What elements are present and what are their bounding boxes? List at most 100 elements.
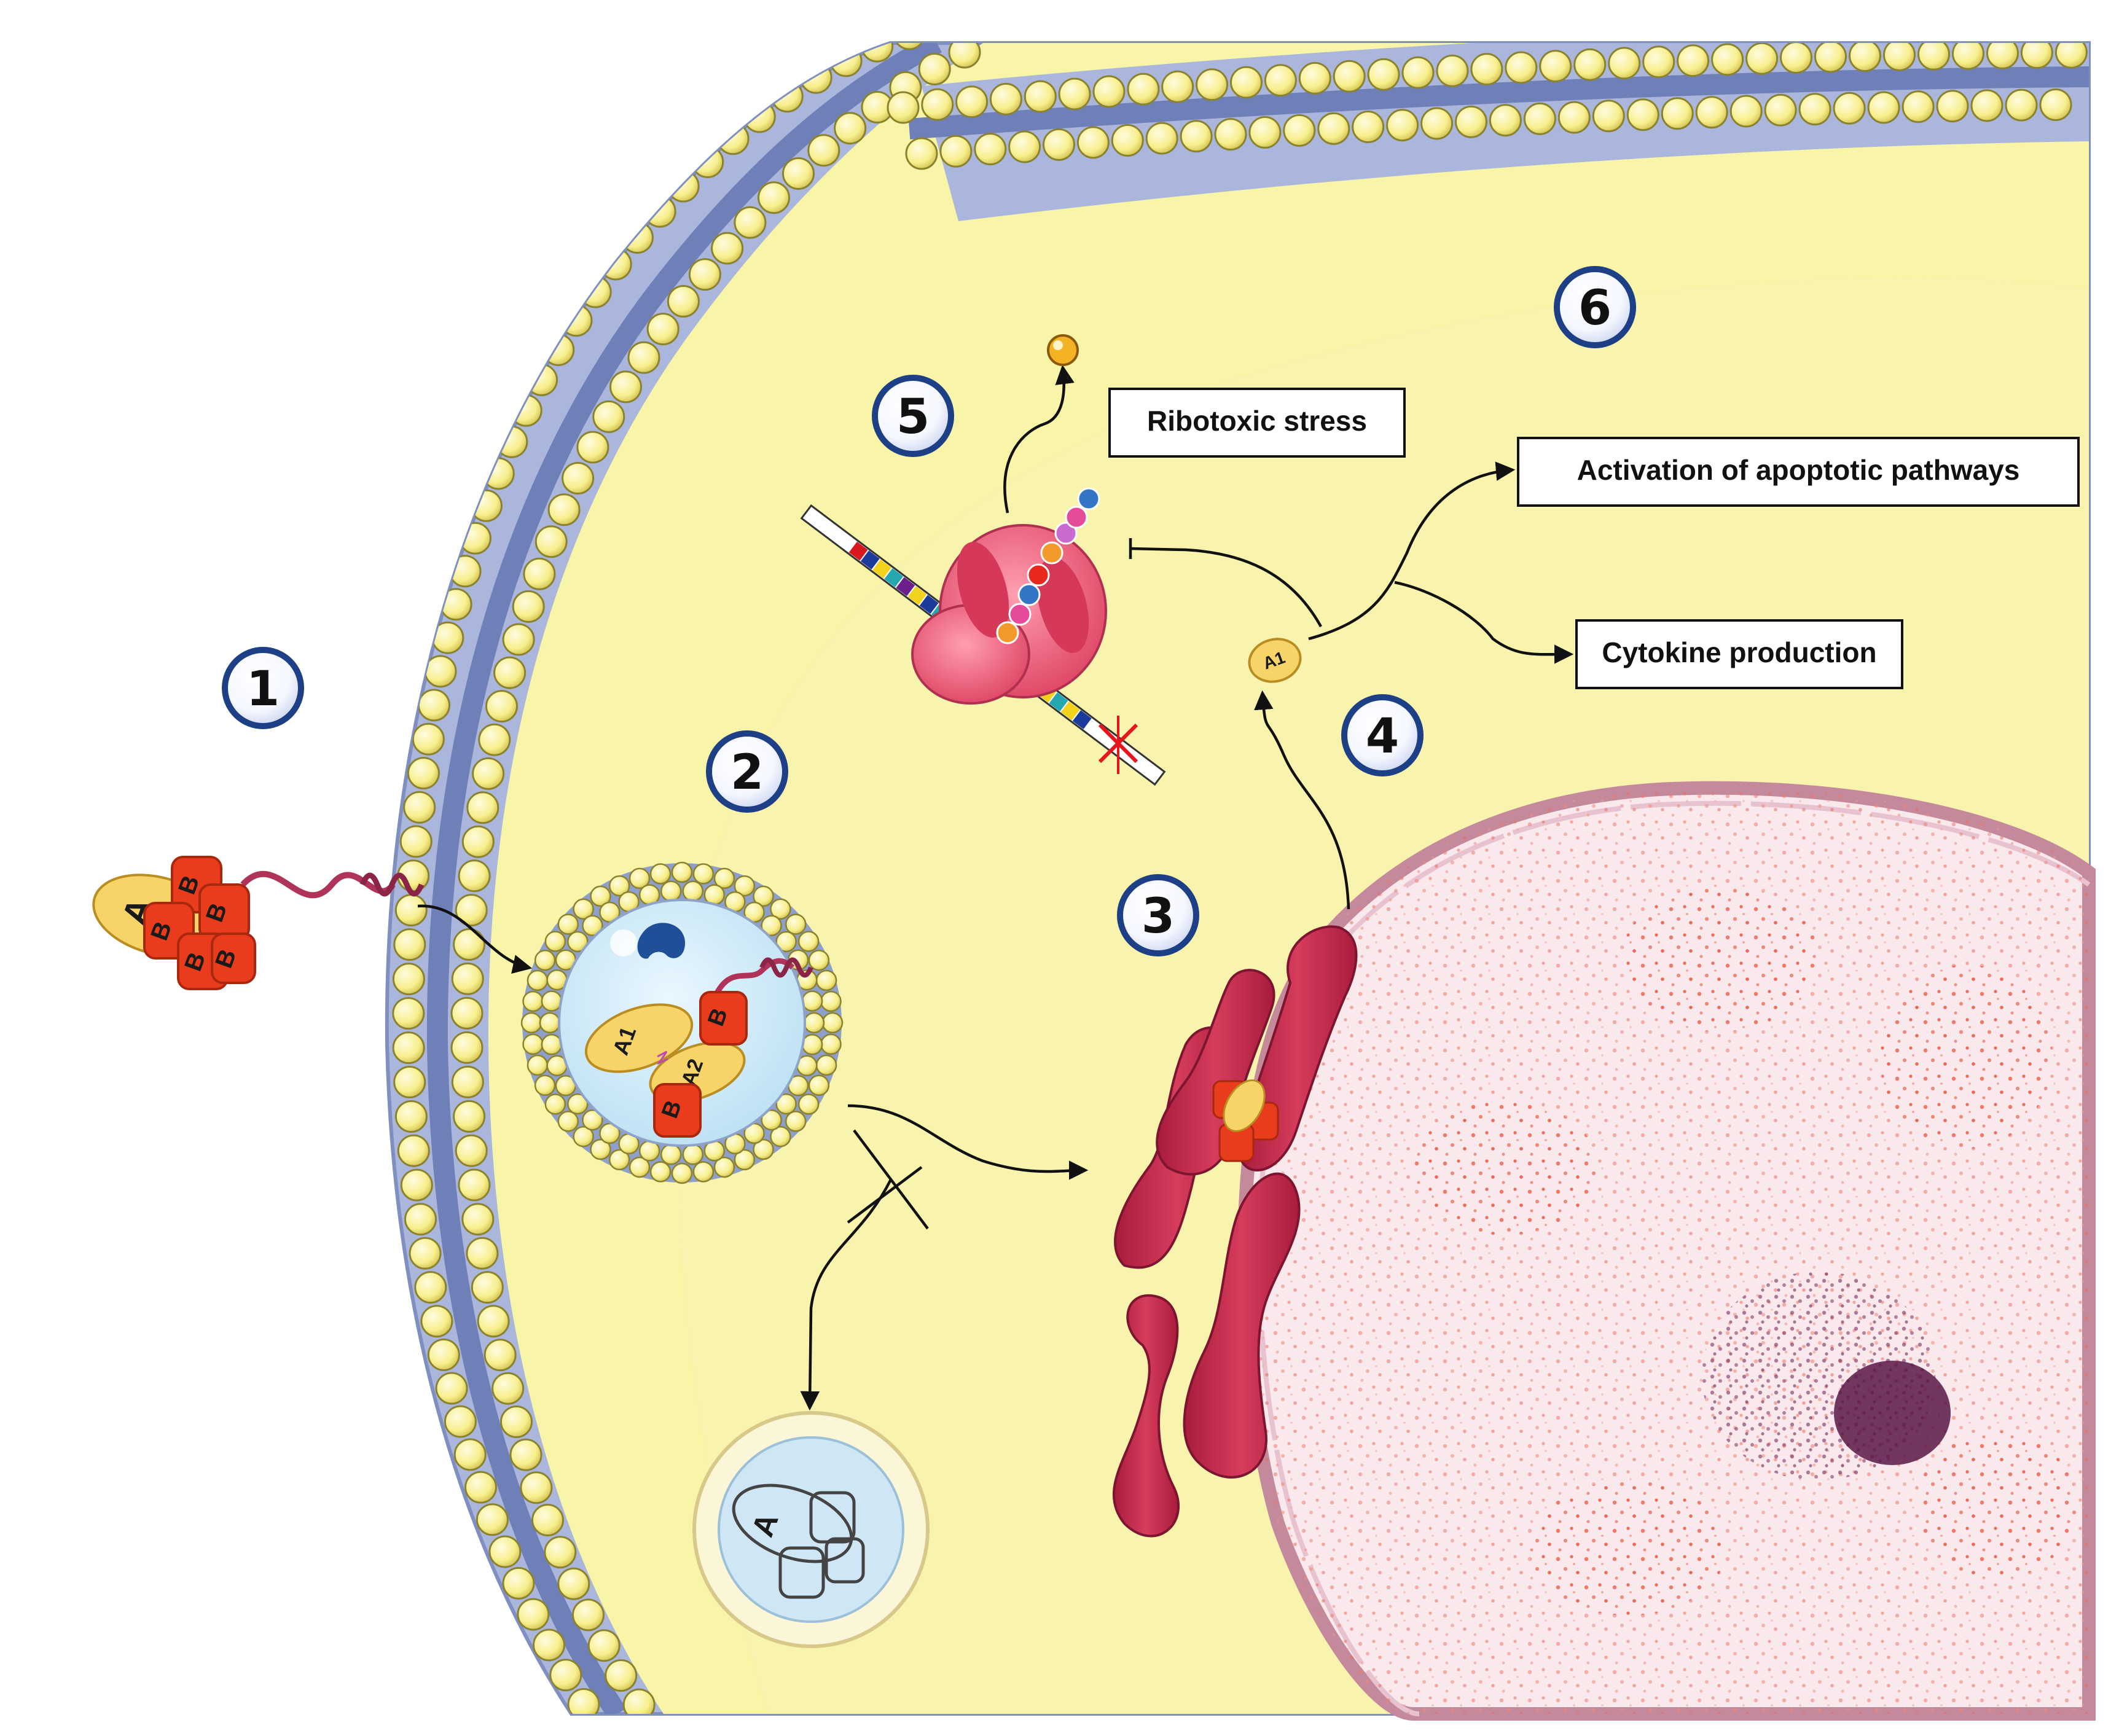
lipid-head — [1573, 48, 1607, 81]
lipid-head — [458, 859, 491, 893]
step-badge-5: 5 — [872, 375, 954, 457]
arrow-er-to-cytosol — [1254, 690, 1350, 910]
arrow-ribosome-depurination — [1003, 364, 1075, 514]
lipid-head — [527, 1054, 549, 1076]
lipid-head — [1695, 96, 1728, 129]
degraded-b-subunit — [778, 1546, 825, 1599]
lipid-head — [1230, 66, 1263, 99]
lipid-head — [590, 1138, 611, 1160]
lipid-head — [1780, 43, 1812, 74]
nucleus — [1237, 781, 2096, 1721]
lipid-head — [1557, 101, 1591, 134]
codon — [884, 568, 904, 587]
lipid-head — [450, 996, 484, 1030]
lipid-head — [761, 1109, 782, 1131]
lipid-head — [1076, 126, 1110, 159]
lipid-head — [397, 1134, 430, 1167]
lipid-head — [2039, 88, 2072, 121]
step-badge-6: 6 — [1554, 266, 1636, 348]
lysosome: A — [692, 1411, 930, 1648]
lipid-head — [471, 1271, 504, 1304]
lipid-head — [1505, 51, 1538, 84]
lipid-head — [414, 1271, 447, 1304]
lipid-head — [409, 1237, 442, 1270]
step-number-6: 6 — [1578, 281, 1612, 336]
lipid-head — [488, 1535, 522, 1568]
lipid-head — [1814, 43, 1847, 73]
ribosome-complex — [800, 334, 1166, 786]
lipid-head — [466, 1237, 499, 1270]
lipid-head — [734, 875, 756, 897]
lipid-head — [418, 689, 450, 722]
codon — [896, 577, 915, 596]
lipid-head — [517, 1598, 550, 1631]
endosome-receptor-coil — [759, 957, 813, 978]
lipid-head — [469, 489, 503, 522]
lipid-head — [1248, 116, 1282, 149]
blocked-cross-b — [847, 1166, 923, 1224]
lipid-head — [887, 91, 920, 124]
lipid-head — [649, 863, 672, 885]
lipid-head — [485, 690, 518, 723]
receptor-coil — [359, 872, 425, 897]
lipid-head — [1745, 43, 1779, 75]
codon — [872, 559, 891, 579]
lipid-head — [1986, 43, 2019, 69]
lipid-head — [562, 462, 595, 495]
toxin-in-golgi — [1212, 1079, 1279, 1162]
lipid-head — [1436, 54, 1469, 87]
lipid-head — [534, 949, 556, 971]
lipid-head — [539, 1012, 561, 1034]
lipid-head — [753, 885, 774, 907]
lipid-head — [713, 1156, 735, 1178]
lipid-head — [2005, 88, 2038, 122]
step-number-5: 5 — [896, 389, 930, 445]
toxin-b-subunit — [211, 933, 256, 984]
ribosome-site — [1036, 557, 1089, 653]
lipid-head — [587, 1629, 621, 1662]
amino-acid — [1027, 563, 1050, 587]
lipid-head — [450, 1031, 484, 1064]
lipid-head — [1902, 90, 1935, 123]
lipid-head — [541, 990, 563, 1012]
lipid-head — [567, 1688, 600, 1714]
lipid-head — [523, 557, 556, 590]
lipid-head — [692, 1161, 715, 1183]
lipid-head — [472, 757, 505, 790]
chromatin-cluster — [1413, 1100, 1597, 1235]
lipid-head — [955, 85, 989, 119]
step-number-4: 4 — [1366, 709, 1399, 764]
lipid-head — [734, 1149, 756, 1171]
lipid-head — [520, 1471, 553, 1504]
box-apoptotic-pathways: Activation of apoptotic pathways — [1517, 437, 2080, 507]
amino-acid — [1008, 603, 1032, 626]
lipid-head — [1798, 93, 1831, 126]
box-apoptotic-pathways-label: Activation of apoptotic pathways — [1577, 454, 2020, 486]
lipid-head — [453, 928, 486, 961]
codon — [919, 595, 939, 614]
lipid-head — [412, 722, 445, 756]
lipid-head — [455, 1134, 488, 1167]
disulfide-bond — [656, 1050, 668, 1065]
cisterna — [1183, 1172, 1301, 1479]
lipid-head — [500, 1406, 533, 1438]
lipid-head — [492, 1372, 525, 1405]
lipid-head — [476, 1503, 509, 1536]
chromatin-cluster — [1880, 964, 2052, 1149]
lipid-head — [1764, 93, 1797, 127]
lipid-head — [667, 285, 700, 318]
lipid-head — [394, 894, 428, 927]
lipid-head — [711, 232, 744, 265]
lipid-head — [541, 1034, 563, 1055]
degraded-b-subunit — [809, 1491, 856, 1544]
lipid-head — [797, 1093, 820, 1115]
lipid-head — [567, 931, 589, 953]
lipid-head — [1043, 128, 1075, 161]
released-a1: A1 — [1248, 638, 1302, 683]
lipid-head — [808, 1074, 830, 1097]
lipid-head — [974, 133, 1007, 166]
lipid-head — [1264, 64, 1297, 97]
lipid-head — [535, 525, 568, 558]
lipid-head — [608, 1149, 630, 1171]
